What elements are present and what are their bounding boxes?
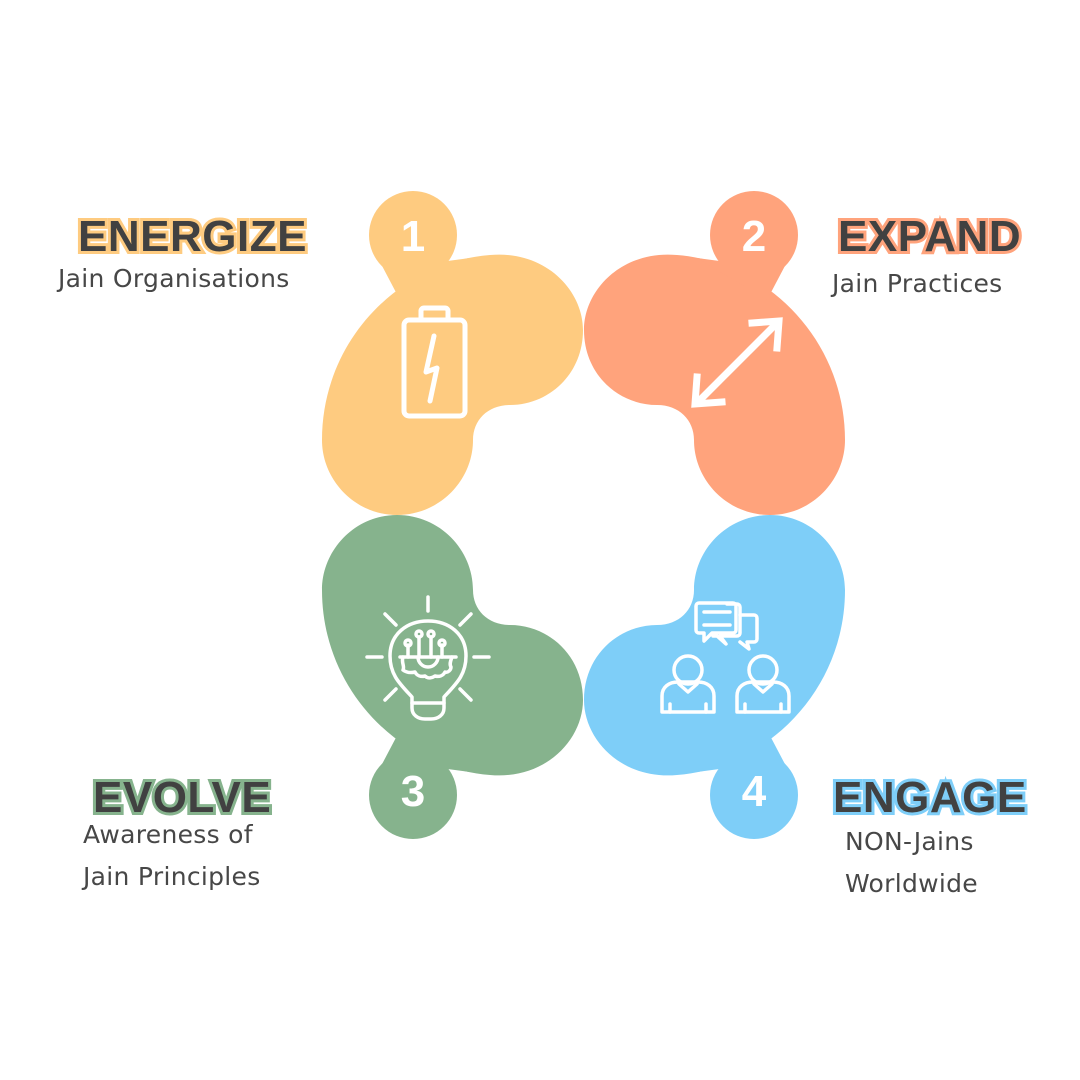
- blob-engage: [584, 515, 845, 839]
- title-engage: ENGAGE: [830, 773, 1029, 823]
- people-chat-icon: [660, 601, 791, 714]
- subtitle-engage: NON-Jains Worldwide: [845, 821, 978, 905]
- step-number-4: 4: [742, 767, 767, 816]
- subtitle-line: NON-Jains: [845, 827, 974, 856]
- subtitle-evolve: Awareness of Jain Principles: [83, 814, 261, 898]
- lightbulb-gear-icon: [365, 595, 491, 721]
- expand-arrows-icon: [691, 317, 783, 408]
- blob-expand: [584, 191, 845, 515]
- blob-evolve: [322, 515, 583, 839]
- title-expand: EXPAND: [835, 212, 1024, 262]
- subtitle-line: Jain Practices: [832, 269, 1003, 298]
- title-evolve: EVOLVE: [90, 773, 274, 823]
- subtitle-line: Jain Organisations: [58, 264, 290, 293]
- subtitle-line: Worldwide: [845, 869, 978, 898]
- step-number-2: 2: [742, 212, 766, 261]
- blob-energize: [322, 191, 583, 515]
- subtitle-energize: Jain Organisations: [58, 258, 290, 300]
- step-number-3: 3: [401, 767, 425, 816]
- step-number-1: 1: [401, 212, 425, 261]
- subtitle-expand: Jain Practices: [832, 263, 1003, 305]
- subtitle-line: Awareness of: [83, 820, 253, 849]
- subtitle-line: Jain Principles: [83, 862, 261, 891]
- battery-icon: [401, 305, 468, 419]
- title-energize: ENERGIZE: [75, 212, 309, 262]
